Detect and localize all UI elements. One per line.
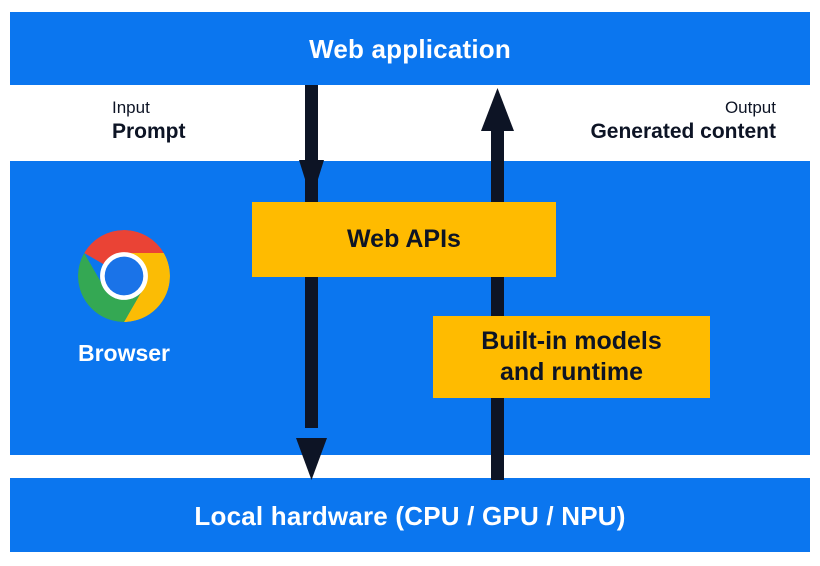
band-local-hardware-label: Local hardware (CPU / GPU / NPU) — [194, 501, 626, 531]
band-browser-label: Browser — [77, 340, 171, 366]
input-value-label: Prompt — [112, 119, 186, 143]
output-kind-label: Output — [724, 98, 776, 117]
band-web-application: Web application — [10, 12, 810, 85]
output-flow-label: Output Generated content — [590, 97, 776, 146]
band-local-hardware: Local hardware (CPU / GPU / NPU) — [10, 478, 810, 552]
box-builtin-models-label-line2: and runtime — [499, 358, 644, 386]
input-flow-label: Input Prompt — [112, 97, 186, 146]
box-web-apis[interactable]: Web APIs — [252, 202, 556, 277]
band-web-application-label: Web application — [309, 34, 511, 64]
box-builtin-models-label: Built-in models and runtime — [481, 326, 662, 389]
box-builtin-models-label-line1: Built-in models — [481, 326, 662, 355]
output-value-label: Generated content — [590, 119, 776, 143]
box-web-apis-label: Web APIs — [347, 224, 461, 253]
box-builtin-models[interactable]: Built-in models and runtime — [433, 316, 710, 398]
input-kind-label: Input — [112, 98, 150, 117]
chrome-logo-icon — [78, 230, 170, 322]
